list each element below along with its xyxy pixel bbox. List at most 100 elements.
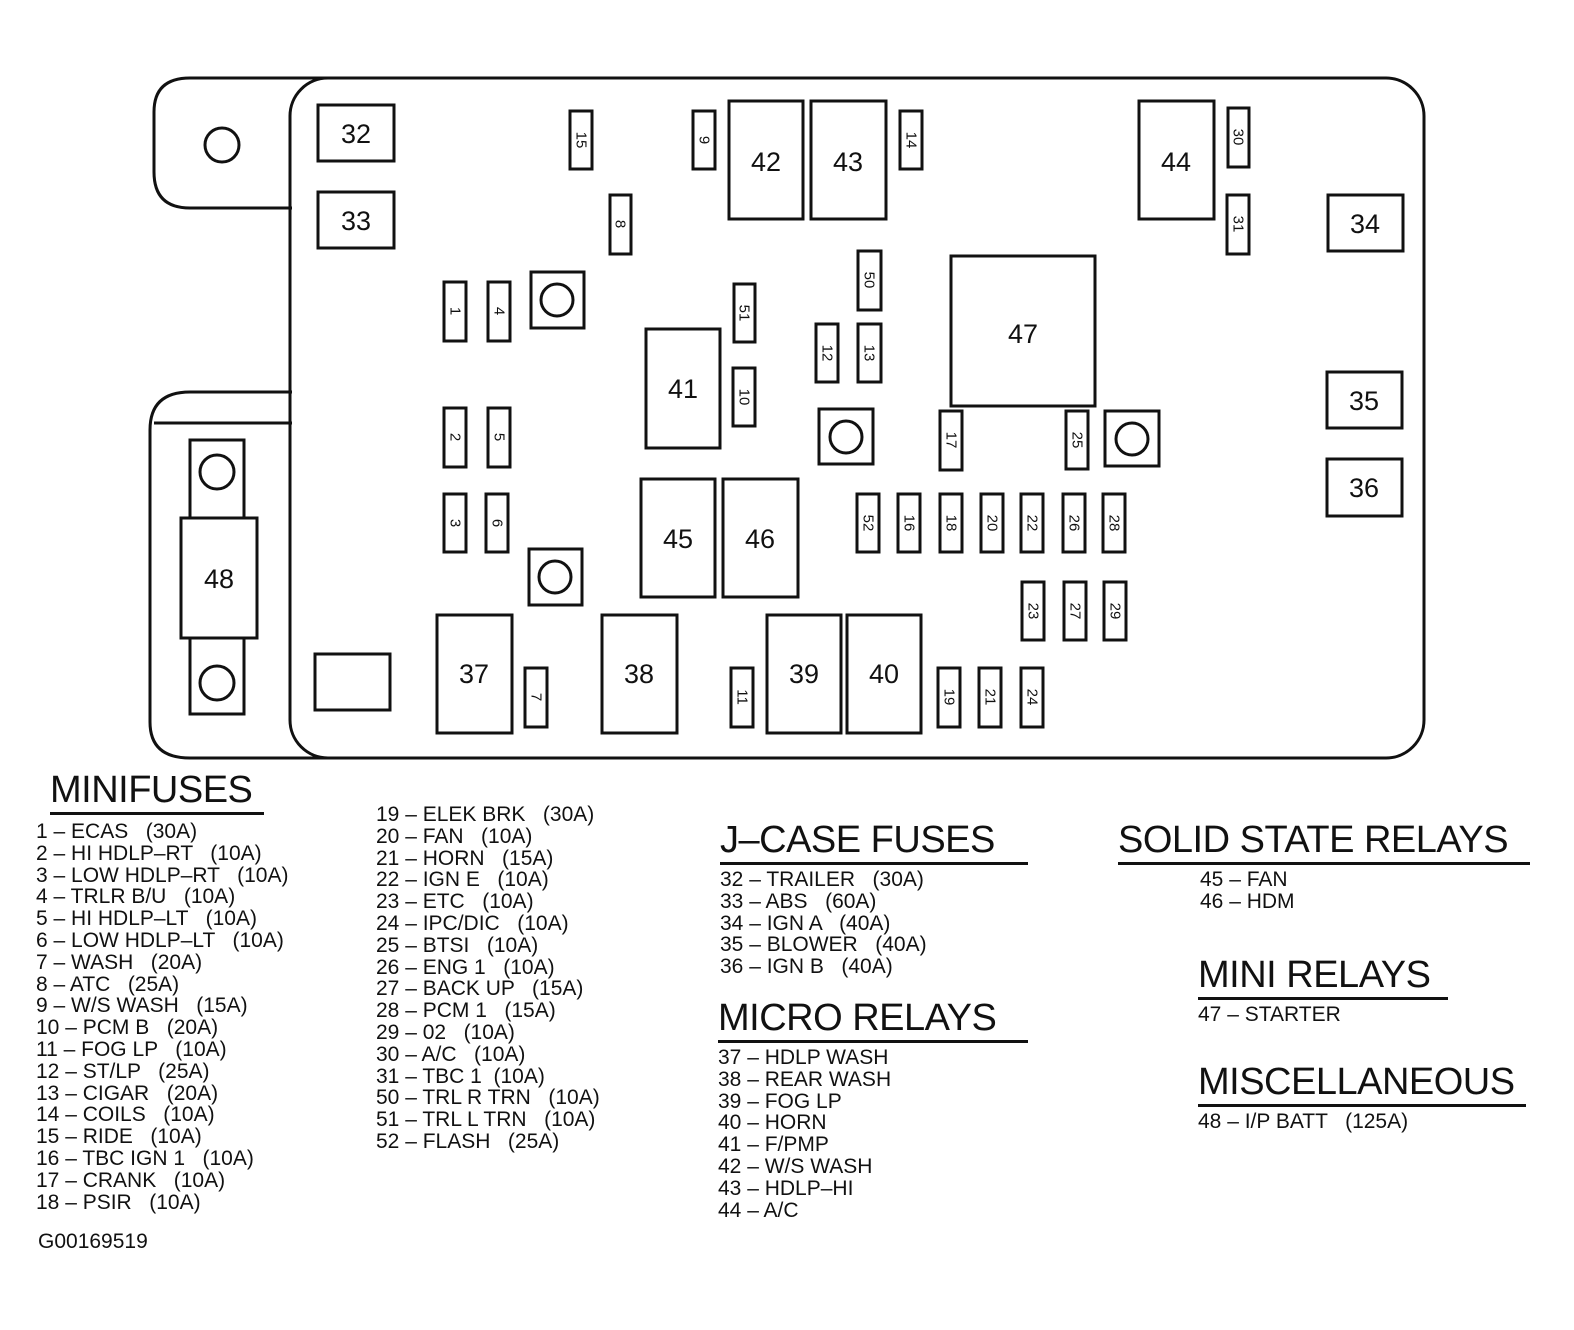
minifuse-28: [1101, 492, 1127, 554]
legend-item: 19 – ELEK BRK (30A): [376, 803, 595, 826]
legend-item: 16 – TBC IGN 1 (10A): [36, 1146, 254, 1170]
label-13: 13: [861, 345, 878, 362]
legend-jcase-fuses-title: J–CASE FUSES: [720, 820, 1028, 865]
mounting-hole: [203, 126, 241, 164]
legend-solid-state-relays-title: SOLID STATE RELAYS: [1118, 820, 1530, 865]
label-26: 26: [1066, 515, 1083, 532]
minifuse-4: [486, 280, 512, 343]
legend-item: 35 – BLOWER (40A): [720, 933, 927, 957]
label-37: 37: [459, 659, 489, 689]
label-30: 30: [1230, 129, 1247, 146]
legend-mini-relays-title: MINI RELAYS: [1198, 955, 1448, 1000]
relay-44: [1137, 99, 1216, 221]
legend-minifuses-list-2: 19 – ELEK BRK (30A) 20 – FAN (10A) 21 – …: [376, 804, 600, 1153]
minifuse-17: [938, 409, 964, 472]
legend-miscellaneous-title: MISCELLANEOUS: [1198, 1062, 1526, 1107]
jcase-fuse-32: [316, 103, 396, 163]
legend-item: 10 – PCM B (20A): [36, 1016, 219, 1040]
blank-slot: [313, 652, 392, 712]
label-25: 25: [1069, 432, 1086, 449]
minifuse-16: [896, 492, 922, 554]
minifuse-14: [898, 109, 924, 171]
legend-item: 12 – ST/LP (25A): [36, 1059, 210, 1083]
label-14: 14: [903, 132, 920, 149]
legend-item: 18 – PSIR (10A): [36, 1190, 201, 1214]
legend-item: 39 – FOG LP: [718, 1089, 842, 1113]
legend-item: 14 – COILS (10A): [36, 1103, 215, 1127]
label-33: 33: [341, 206, 371, 236]
legend-miscellaneous: MISCELLANEOUS 48 – I/P BATT (125A): [1198, 1062, 1526, 1133]
label-2: 2: [447, 433, 464, 441]
legend-item: 27 – BACK UP (15A): [376, 977, 584, 1001]
label-18: 18: [943, 515, 960, 532]
legend-item: 9 – W/S WASH (15A): [36, 994, 248, 1018]
minifuse-11: [729, 666, 755, 729]
relay-47: [949, 254, 1097, 408]
screw-post-hole: [539, 282, 575, 318]
label-44: 44: [1161, 147, 1191, 177]
label-12: 12: [819, 345, 836, 362]
label-5: 5: [491, 433, 508, 441]
legend-item: 28 – PCM 1 (15A): [376, 999, 556, 1023]
minifuse-31: [1225, 193, 1251, 256]
minifuse-19: [936, 666, 962, 729]
minifuse-1: [442, 280, 468, 343]
label-32: 32: [341, 119, 371, 149]
label-42: 42: [751, 147, 781, 177]
legend-solid-state-relays-list: 45 – FAN 46 – HDM: [1200, 869, 1530, 913]
legend-item: 21 – HORN (15A): [376, 846, 554, 870]
legend-item: 31 – TBC 1 (10A): [376, 1064, 545, 1088]
minifuse-18: [938, 492, 964, 554]
legend-item: 6 – LOW HDLP–LT (10A): [36, 928, 284, 952]
minifuse-9: [691, 109, 717, 171]
minifuse-12: [814, 322, 840, 384]
upper-mounting-tab: [152, 76, 330, 210]
legend-item: 8 – ATC (25A): [36, 972, 180, 996]
label-21: 21: [982, 689, 999, 706]
label-27: 27: [1067, 603, 1084, 620]
legend-solid-state-relays: SOLID STATE RELAYS 45 – FAN 46 – HDM: [1118, 820, 1530, 913]
minifuse-29: [1102, 580, 1128, 642]
label-43: 43: [833, 147, 863, 177]
minifuse-27: [1062, 580, 1088, 642]
minifuse-15: [568, 109, 594, 171]
minifuse-50: [856, 249, 883, 312]
legend-minifuses: MINIFUSES 1 – ECAS (30A) 2 – HI HDLP–RT …: [36, 770, 288, 1213]
label-20: 20: [984, 515, 1001, 532]
label-45: 45: [663, 524, 693, 554]
legend-item: 7 – WASH (20A): [36, 950, 203, 974]
minifuse-5: [486, 406, 512, 469]
label-41: 41: [668, 374, 698, 404]
legend-item: 2 – HI HDLP–RT (10A): [36, 841, 262, 865]
label-16: 16: [901, 515, 918, 532]
lower-mounting-tab: [148, 390, 330, 760]
screw-post: [1103, 409, 1161, 468]
label-3: 3: [447, 519, 464, 527]
minifuse-21: [977, 666, 1003, 729]
legend-item: 43 – HDLP–HI: [718, 1176, 854, 1200]
relay-38: [600, 613, 679, 735]
label-23: 23: [1025, 603, 1042, 620]
legend-item: 50 – TRL R TRN (10A): [376, 1086, 600, 1110]
legend-item: 36 – IGN B (40A): [720, 955, 893, 979]
terminal-hole: [198, 453, 236, 491]
relay-46: [721, 477, 800, 599]
relay-42: [727, 99, 805, 221]
label-34: 34: [1350, 209, 1380, 239]
legend-item: 33 – ABS (60A): [720, 889, 877, 913]
legend-item: 3 – LOW HDLP–RT (10A): [36, 863, 289, 887]
label-29: 29: [1107, 603, 1124, 620]
legend-minifuses-list-1: 1 – ECAS (30A) 2 – HI HDLP–RT (10A) 3 – …: [36, 821, 288, 1213]
label-46: 46: [745, 524, 775, 554]
screw-post-hole: [1114, 421, 1150, 457]
label-22: 22: [1024, 515, 1041, 532]
jcase-fuse-34: [1326, 193, 1405, 253]
label-11: 11: [734, 689, 751, 705]
legend-item: 23 – ETC (10A): [376, 890, 534, 914]
screw-post: [817, 407, 875, 466]
label-19: 19: [941, 689, 958, 706]
legend-item: 15 – RIDE (10A): [36, 1125, 202, 1149]
label-1: 1: [447, 307, 464, 315]
legend-item: 1 – ECAS (30A): [36, 820, 198, 843]
screw-post: [527, 547, 584, 607]
